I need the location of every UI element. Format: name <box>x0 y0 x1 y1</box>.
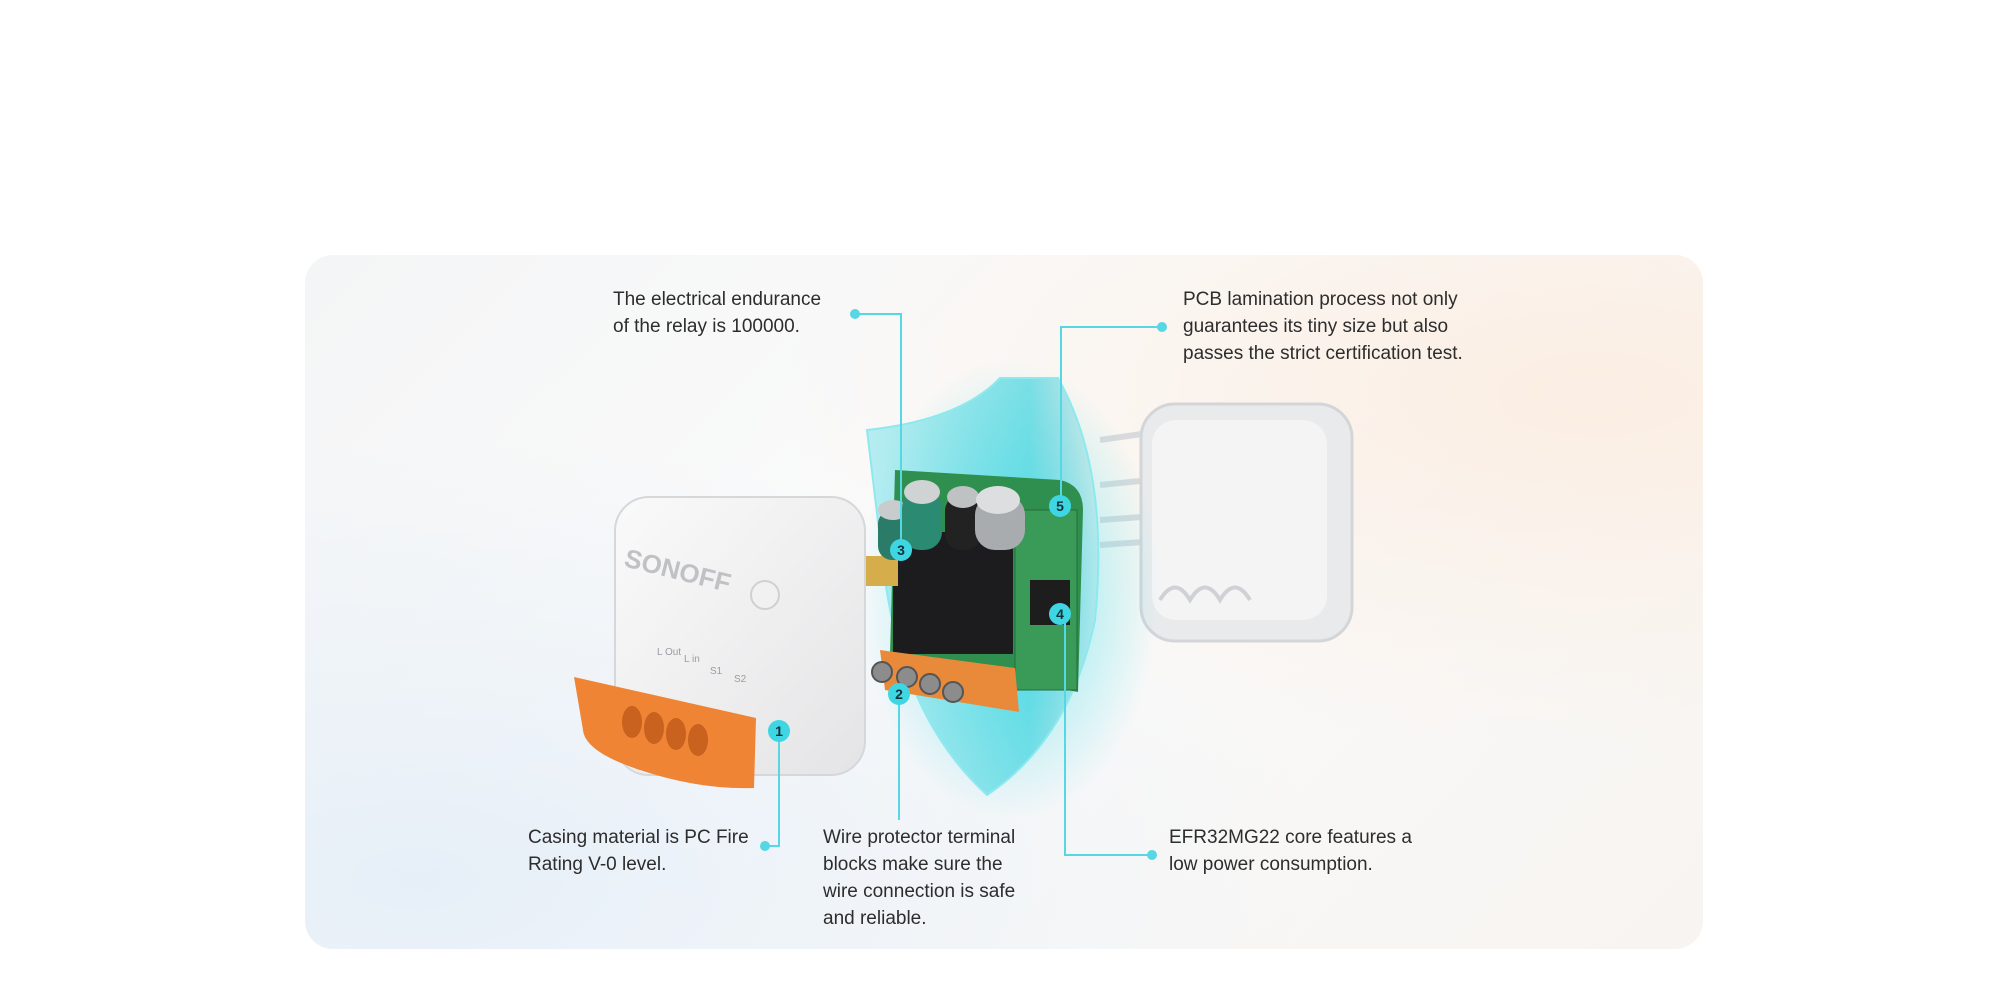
callout-line: and reliable. <box>823 908 927 929</box>
callout-line: low power consumption. <box>1169 854 1373 875</box>
badge-5: 5 <box>1049 495 1071 517</box>
callout-line: passes the strict certification test. <box>1183 343 1463 364</box>
badge-4: 4 <box>1049 603 1071 625</box>
callout-line: wire connection is safe <box>823 881 1016 902</box>
callout-line: guarantees its tiny size but also <box>1183 316 1449 337</box>
callout-relay: The electrical endurance of the relay is… <box>613 286 821 340</box>
badge-3: 3 <box>890 539 912 561</box>
leader-dots <box>760 309 1167 860</box>
port-label: S1 <box>710 666 723 677</box>
callout-casing: Casing material is PC Fire Rating V-0 le… <box>528 824 749 878</box>
callout-line: blocks make sure the <box>823 854 1003 875</box>
callout-line: Casing material is PC Fire <box>528 827 749 848</box>
orange-cover <box>574 677 756 789</box>
callout-line: Wire protector terminal <box>823 827 1016 848</box>
svg-text:4: 4 <box>1056 606 1064 622</box>
callout-line: Rating V-0 level. <box>528 854 667 875</box>
callout-line: The electrical endurance <box>613 289 822 310</box>
svg-text:2: 2 <box>895 686 903 702</box>
port-label: L in <box>684 654 700 665</box>
badge-1: 1 <box>768 720 790 742</box>
svg-text:5: 5 <box>1056 498 1064 514</box>
callout-chip: EFR32MG22 core features a low power cons… <box>1169 824 1412 878</box>
svg-text:1: 1 <box>775 723 783 739</box>
svg-text:3: 3 <box>897 542 905 558</box>
callout-pcb: PCB lamination process not only guarante… <box>1183 286 1463 367</box>
port-label: S2 <box>734 674 747 685</box>
callout-terminal: Wire protector terminal blocks make sure… <box>823 824 1015 932</box>
callout-line: of the relay is 100000. <box>613 316 800 337</box>
callout-line: EFR32MG22 core features a <box>1169 827 1412 848</box>
port-label: L Out <box>657 647 681 658</box>
callout-line: PCB lamination process not only <box>1183 289 1458 310</box>
badge-2: 2 <box>888 683 910 705</box>
number-badges: 1 2 3 4 5 <box>768 495 1071 742</box>
pcb-assembly <box>862 470 1083 712</box>
device-body: SONOFF L Out L in S1 S2 <box>574 496 866 789</box>
